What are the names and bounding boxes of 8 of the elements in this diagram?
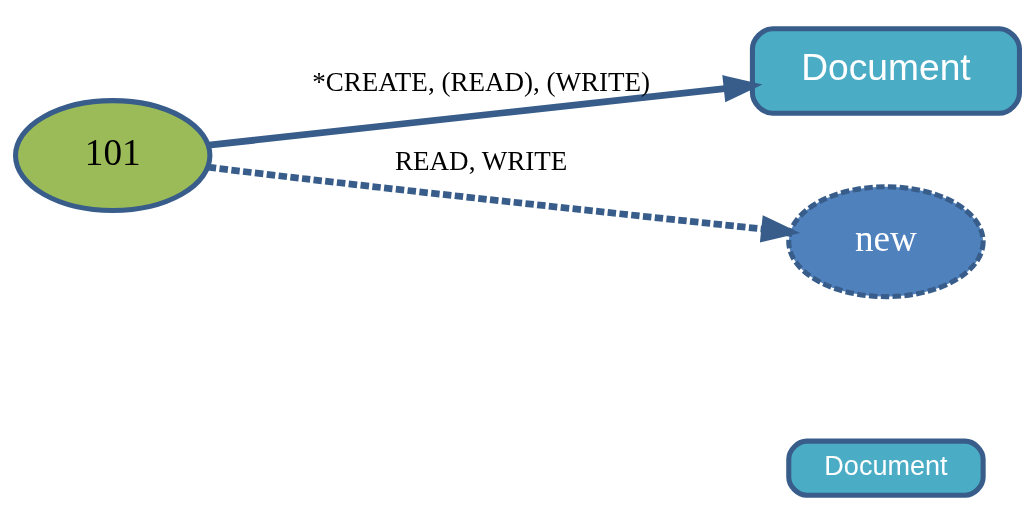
arrow <box>208 74 763 148</box>
node-ellipse: 101 <box>13 97 213 213</box>
edge-label: *CREATE, (READ), (WRITE) <box>312 66 651 97</box>
node-box: Document <box>749 25 1022 116</box>
edge-label: READ, WRITE <box>395 145 568 176</box>
arrow <box>207 163 801 242</box>
node-ellipse: new <box>786 183 986 299</box>
node-box: Document <box>786 438 986 498</box>
